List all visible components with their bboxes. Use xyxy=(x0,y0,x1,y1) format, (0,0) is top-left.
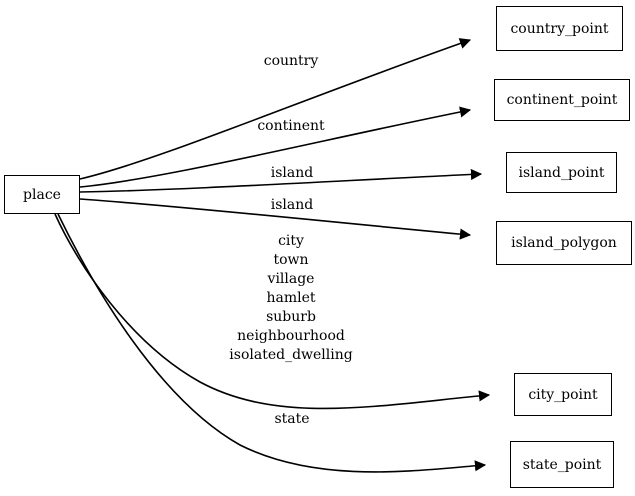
node-city-point-label: city_point xyxy=(528,386,598,403)
node-continent-point[interactable]: continent_point xyxy=(494,79,630,121)
edge-place-to-country-point xyxy=(79,38,472,180)
edge-place-to-city-point xyxy=(54,213,491,410)
edge-label-state: state xyxy=(274,411,310,427)
node-state-point[interactable]: state_point xyxy=(510,441,614,488)
node-island-polygon-label: island_polygon xyxy=(511,235,617,251)
edge-place-to-island-polygon xyxy=(79,198,472,240)
node-island-polygon[interactable]: island_polygon xyxy=(496,221,632,265)
node-country-point[interactable]: country_point xyxy=(496,6,623,51)
node-city-point[interactable]: city_point xyxy=(514,373,612,416)
node-island-point[interactable]: island_point xyxy=(506,152,617,193)
node-place-label: place xyxy=(23,186,61,203)
edge-label-island-polygon: island xyxy=(270,197,314,213)
edge-label-country: country xyxy=(263,53,319,69)
edge-label-city-group: city town village hamlet suburb neighbou… xyxy=(229,233,353,363)
node-place[interactable]: place xyxy=(4,175,80,214)
node-state-point-label: state_point xyxy=(522,456,602,473)
edge-place-to-island-point xyxy=(79,168,483,193)
node-country-point-label: country_point xyxy=(510,20,609,37)
edge-label-island-point: island xyxy=(270,165,314,181)
node-island-point-label: island_point xyxy=(518,164,605,181)
edge-place-to-state-point xyxy=(57,213,487,473)
edge-place-to-continent-point xyxy=(79,106,472,188)
node-continent-point-label: continent_point xyxy=(506,92,618,108)
edge-label-continent: continent xyxy=(257,118,325,134)
